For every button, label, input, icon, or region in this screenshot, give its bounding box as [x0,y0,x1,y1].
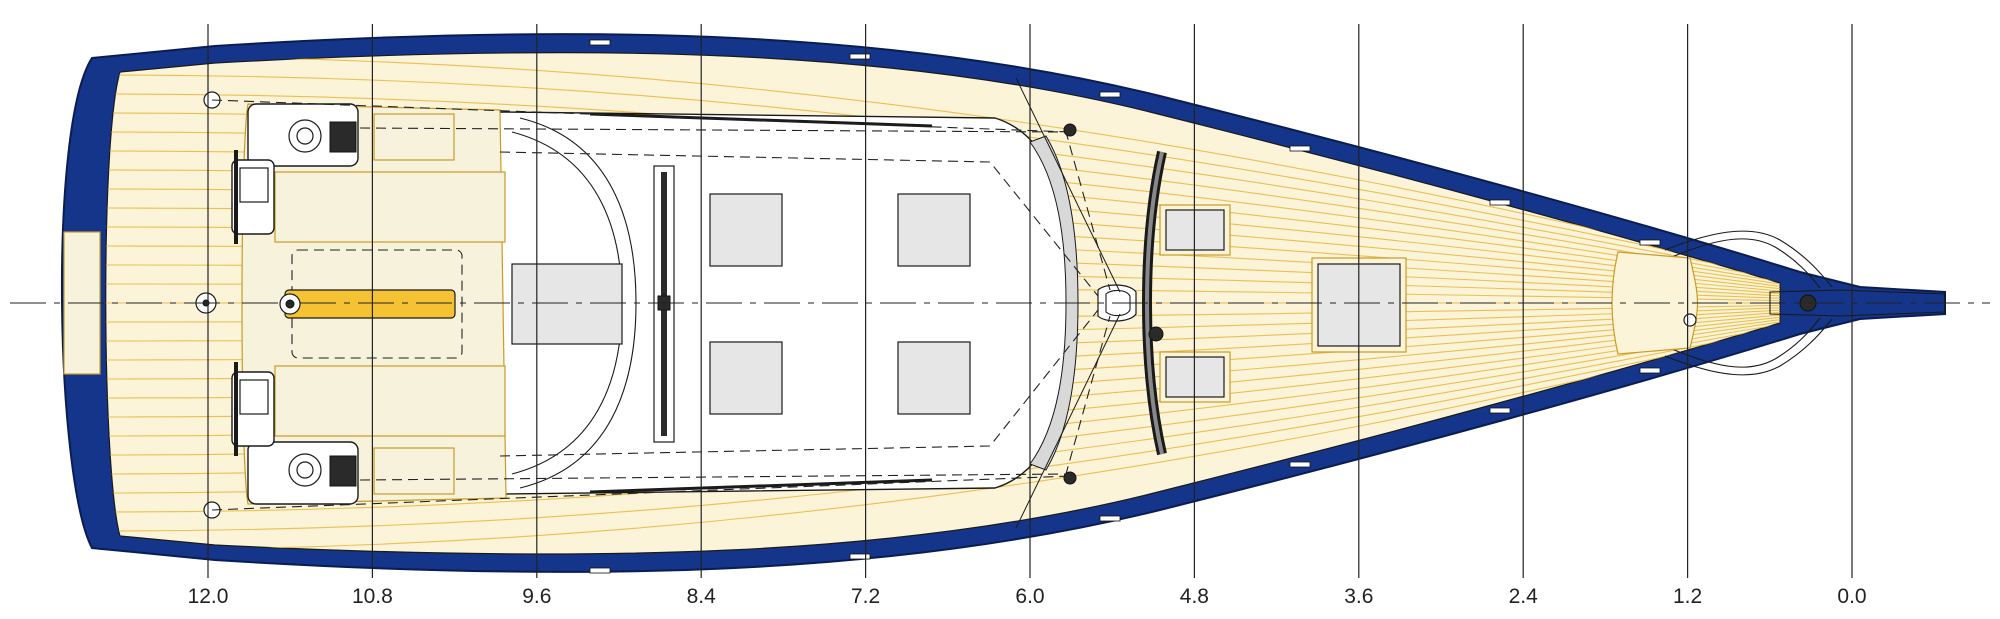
shroud-starboard [1015,77,1121,293]
station-label: 2.4 [1509,585,1539,608]
bow-pulpit-lower-inner [1671,317,1821,368]
station-label: 10.8 [352,585,393,608]
reef-lead-port [499,309,1099,457]
station-grid: 12.0 10.8 9.6 8.4 7.2 6.0 4.8 3.6 2.4 1.2 0.0 [188,24,1867,608]
station-label: 6.0 [1015,585,1044,608]
chainplate-port-icon [1063,471,1077,485]
winch-starboard-drum-icon [296,127,314,145]
mast-base-inner [1105,289,1131,317]
stanchion-base [1489,199,1511,206]
teak-seam [105,331,1781,551]
clutch-bank-port-icon [329,455,357,487]
cockpit-seat-starboard [274,171,506,243]
anchor-locker-handle-icon [1683,313,1697,327]
station-label: 0.0 [1837,585,1866,608]
helm-display-starboard-icon [239,167,269,203]
stanchion-base [1289,461,1311,468]
stanchion-base [589,39,611,46]
cockpit-seat-port [274,365,506,437]
locker-lid-port [373,447,455,495]
locker-lid-starboard [373,113,455,161]
stanchion-base [1639,239,1661,246]
stanchion-base [1489,407,1511,414]
bow-pulpit-lower [1664,318,1833,376]
station-label: 9.6 [522,585,551,608]
traveller-end-inner-icon [285,299,295,309]
station-label: 7.2 [851,585,880,608]
jib-car-icon [1148,326,1164,342]
station-label: 12.0 [188,585,229,608]
station-label: 8.4 [687,585,717,608]
station-label: 3.6 [1344,585,1373,608]
stanchion-base [589,567,611,574]
skylight-aft-starboard [709,193,783,267]
reef-lead-starboard [499,151,1099,297]
shroud-port [1015,313,1121,529]
skylight-aft-port [709,341,783,415]
stanchion-base [849,53,871,60]
helm-display-port-icon [239,379,269,415]
skylight-fwd-starboard [897,193,971,267]
stanchion-base [849,553,871,560]
stanchion-base [1099,91,1121,98]
stanchion-base [1289,145,1311,152]
coachroof-side-band [1029,135,1079,471]
stanchion-bases [589,39,1661,574]
teak-seam [105,55,1781,275]
station-label: 4.8 [1180,585,1209,608]
winch-port-drum-icon [296,461,314,479]
bowsprit [1769,289,1946,317]
handrail-port [589,478,933,494]
station-label: 1.2 [1673,585,1702,608]
skylight-fwd-port [897,341,971,415]
clutch-bank-starboard-icon [329,121,357,153]
chainplate-starboard-icon [1063,123,1077,137]
bow-pulpit-upper [1664,230,1833,288]
bow-pulpit-upper-inner [1671,238,1821,289]
companionway-hatch [511,263,623,345]
stanchion-base [1639,367,1661,374]
mainsheet-traveller-bar [284,289,456,319]
stanchion-base [1099,515,1121,522]
